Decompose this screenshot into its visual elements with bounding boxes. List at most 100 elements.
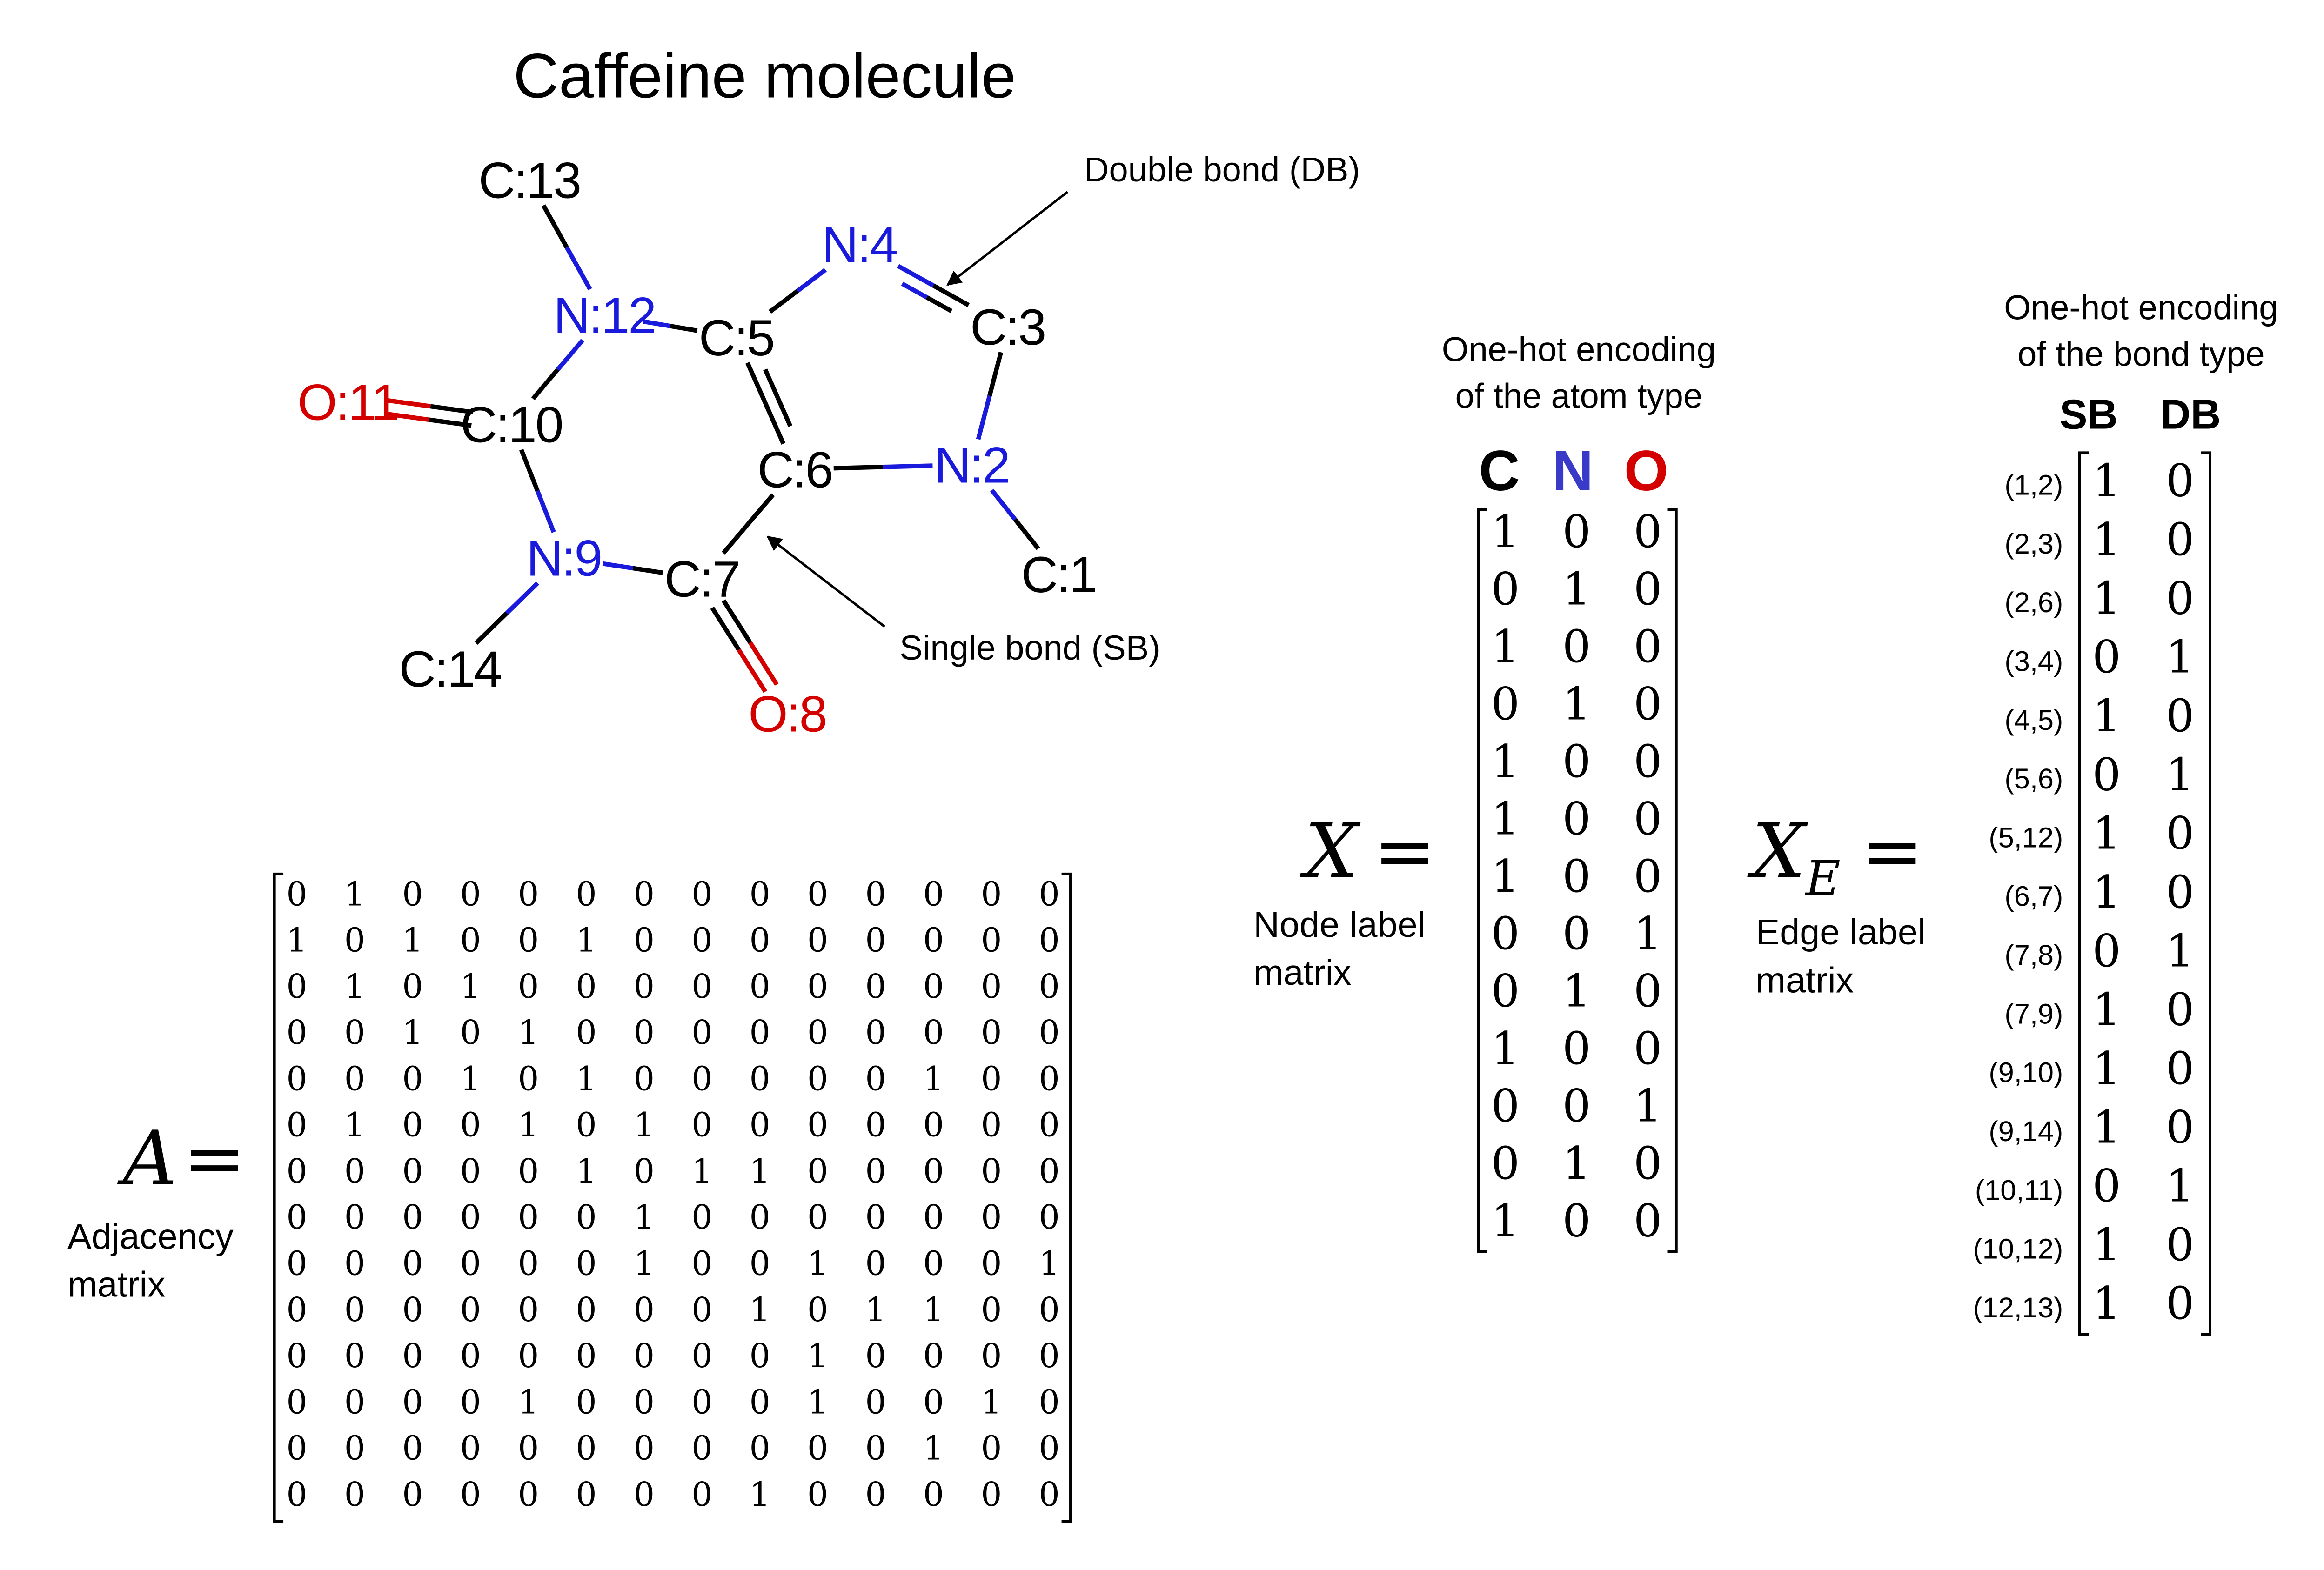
adjacency-cell: 0 [460,1383,481,1421]
adjacency-cell: 0 [807,1106,828,1144]
adjacency-cell: 0 [1039,1106,1060,1144]
node-matrix-cell: 0 [1634,735,1662,788]
adjacency-cell: 0 [287,875,308,913]
edge-matrix-cell: 0 [2092,1160,2121,1212]
adjacency-cell: 0 [518,1336,539,1375]
adjacency-cell: 0 [518,1198,539,1236]
node-matrix-cell: 0 [1491,965,1520,1017]
adjacency-cell: 0 [460,1013,481,1052]
adjacency-cell: 1 [518,1013,539,1052]
node-matrix-cell: 0 [1562,1194,1591,1247]
adjacency-cell: 0 [923,875,944,913]
adjacency-cell: 0 [460,1106,481,1144]
node-matrix-cell: 0 [1562,505,1591,558]
adjacency-cell: 0 [807,1013,828,1052]
bond-10-11-line2-half-a [428,417,472,428]
adjacency-cell: 0 [691,1244,712,1283]
adjacency-cell: 1 [576,921,596,960]
bond-7-8-line2-half-a [722,599,752,644]
edge-matrix-cell: 1 [2092,454,2121,507]
atom-label-5: C:5 [699,310,774,367]
adjacency-cell: 0 [634,1429,655,1468]
adjacency-cell: 0 [344,921,365,960]
node-matrix-cell: 0 [1491,678,1520,730]
edge-column-header-SB: SB [2059,391,2117,438]
adjacency-cell: 0 [923,1152,944,1190]
edge-row-label: (7,9) [2004,998,2063,1029]
adjacency-cell: 0 [807,1429,828,1468]
molecule-atoms: C:1N:2C:3N:4C:5C:6C:7O:8N:9C:10O:11N:12C… [297,152,1097,742]
node-matrix-cell: 0 [1491,907,1520,960]
node-matrix-cell: 0 [1634,1194,1662,1247]
adjacency-cell: 0 [344,1013,365,1052]
edge-matrix-cell: 1 [2092,513,2121,566]
adjacency-cell: 0 [518,875,539,913]
adjacency-cell: 0 [750,1336,770,1375]
adjacency-left-bracket [273,872,284,1523]
adjacency-cell: 0 [402,1106,423,1144]
node-matrix-cell: 0 [1491,563,1520,615]
adjacency-cell: 0 [460,1475,481,1514]
adjacency-cell: 0 [634,1152,655,1190]
adjacency-cell: 1 [634,1198,655,1236]
adjacency-cell: 1 [750,1290,770,1329]
adjacency-cell: 0 [865,1198,886,1236]
adjacency-cell: 1 [750,1152,770,1190]
adjacency-cell: 0 [981,1429,1002,1468]
bond-10-11-line1-half-b [387,398,431,409]
node-matrix-cell: 1 [1491,620,1520,673]
adjacency-cell: 0 [865,1106,886,1144]
adjacency-cell: 0 [691,967,712,1006]
bond-6-7-half-b [722,522,750,555]
adjacency-cell: 0 [691,1106,712,1144]
adjacency-cell: 0 [287,1429,308,1468]
bond-5-12-half-b [643,319,671,328]
bond-9-14-half-a [505,581,539,615]
adjacency-cell: 0 [981,875,1002,913]
node-matrix-symbol: X [1299,808,1361,895]
single-bond-annotation: Single bond (SB) [900,628,1160,667]
adjacency-cell: 0 [691,1336,712,1375]
edge-header-line2: of the bond type [2017,334,2265,373]
adjacency-cell: 0 [518,1152,539,1190]
edge-matrix-cell: 1 [2092,572,2121,624]
bond-9-10-half-a [535,490,556,533]
adjacency-cell: 0 [576,1475,596,1514]
edge-matrix-cell: 1 [2092,1277,2121,1329]
node-matrix-cell: 0 [1562,850,1591,902]
adjacency-cell: 0 [981,1013,1002,1052]
edge-matrix-symbol-subscript: E [1804,851,1840,907]
adjacency-cell: 0 [518,921,539,960]
node-matrix-cell: 1 [1491,1022,1520,1075]
node-matrix-cell: 1 [1634,907,1662,960]
adjacency-cell: 0 [981,1106,1002,1144]
bond-5-6-half-b [763,402,786,445]
edge-matrix-cell: 1 [2092,866,2121,918]
node-matrix-cell: 0 [1634,678,1662,730]
edge-matrix-cell: 0 [2166,1218,2195,1271]
adjacency-cell: 0 [576,967,596,1006]
node-column-header-O: O [1624,439,1668,502]
adjacency-equals: = [183,1115,246,1203]
edge-row-label: (10,12) [1973,1233,2063,1265]
bond-6-7-half-a [746,493,775,526]
adjacency-cell: 0 [518,1059,539,1098]
adjacency-cell: 0 [460,921,481,960]
adjacency-cell: 0 [460,1290,481,1329]
adjacency-cell: 0 [807,967,828,1006]
adjacency-cell: 0 [1039,875,1060,913]
atom-label-6: C:6 [757,441,832,498]
adjacency-cell: 0 [750,1198,770,1236]
node-matrix-cell: 1 [1491,735,1520,788]
adjacency-cell: 1 [460,1059,481,1098]
edge-matrix-cell: 1 [2092,1042,2121,1095]
adjacency-cell: 0 [923,1013,944,1052]
bond-3-4-inner-half-a [925,295,953,313]
node-matrix-cell: 1 [1491,505,1520,558]
adjacency-cell: 1 [402,1013,423,1052]
adjacency-cell: 0 [865,1059,886,1098]
adjacency-cell: 0 [344,1244,365,1283]
adjacency-cell: 1 [576,1152,596,1190]
node-matrix-cell: 0 [1634,620,1662,673]
node-matrix-equals: = [1373,808,1436,895]
